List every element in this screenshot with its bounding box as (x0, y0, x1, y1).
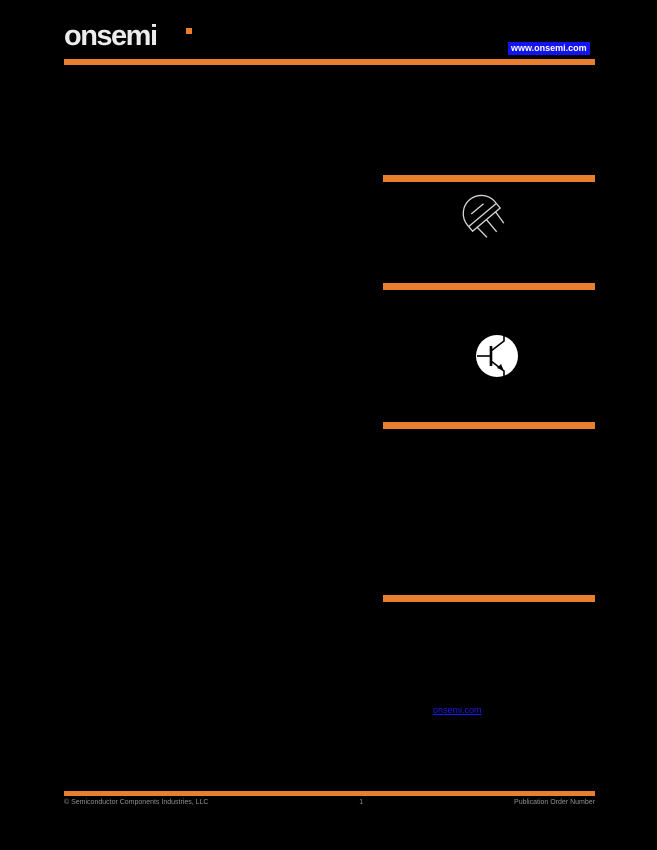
section-rule-1 (383, 175, 595, 182)
header-divider-rule (64, 59, 595, 65)
footer-publication: Publication Order Number (514, 799, 595, 806)
footer-divider-rule (64, 791, 595, 796)
to92-package-drawing-icon (438, 183, 534, 249)
footer: © Semiconductor Components Industries, L… (64, 798, 595, 807)
npn-transistor-symbol-icon (472, 331, 522, 381)
logo-mark-icon (186, 28, 192, 34)
footer-copyright: © Semiconductor Components Industries, L… (64, 799, 209, 806)
section-rule-2 (383, 283, 595, 290)
ordering-info-link[interactable]: onsemi.com (433, 705, 482, 715)
section-rule-4 (383, 595, 595, 602)
section-rule-3 (383, 422, 595, 429)
website-link[interactable]: www.onsemi.com (508, 42, 590, 55)
footer-page-number: 1 (359, 799, 364, 806)
onsemi-logo: onsemi (64, 20, 158, 52)
